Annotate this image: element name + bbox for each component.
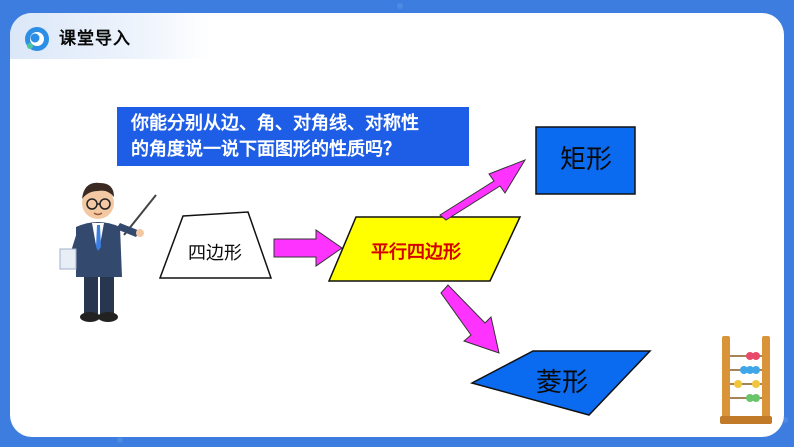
logo-icon	[25, 27, 49, 51]
quadrilateral-label: 四边形	[188, 243, 242, 264]
arrow-parallelogram-to-rhombus	[440, 284, 500, 354]
question-line-2: 的角度说一说下面图形的性质吗？	[131, 139, 401, 160]
section-title: 课堂导入	[59, 29, 131, 49]
arrow-quad-to-parallelogram	[273, 229, 343, 267]
question-box: 你能分别从边、角、对角线、对称性 的角度说一说下面图形的性质吗？	[117, 107, 469, 166]
rhombus-label: 菱形	[535, 368, 588, 398]
rectangle-label: 矩形	[559, 145, 612, 175]
rhombus-shape	[469, 350, 652, 416]
quadrilateral-shape	[158, 211, 273, 279]
abacus-icon	[720, 336, 772, 424]
parallelogram-label: 平行四边形	[371, 242, 461, 263]
arrow-parallelogram-to-rectangle	[439, 159, 527, 221]
question-line-1: 你能分别从边、角、对角线、对称性	[131, 113, 419, 134]
parallelogram-shape	[327, 216, 522, 282]
rectangle-shape	[535, 126, 636, 195]
teacher-illustration	[59, 182, 157, 322]
